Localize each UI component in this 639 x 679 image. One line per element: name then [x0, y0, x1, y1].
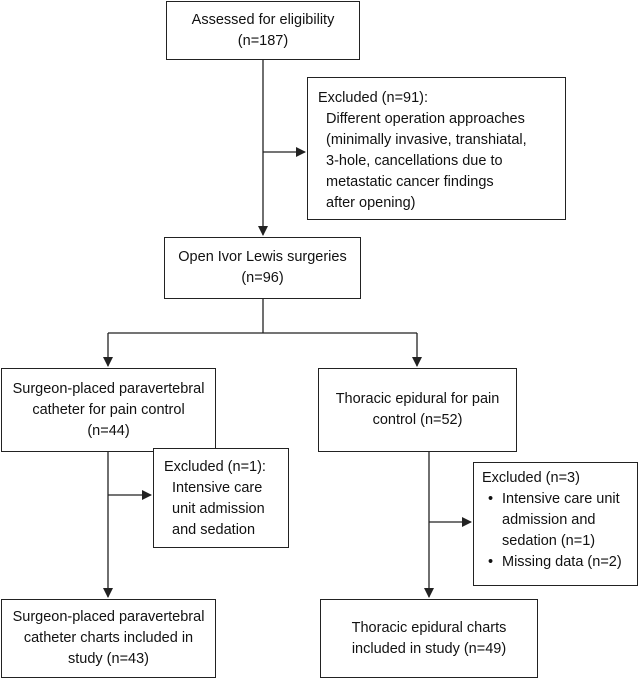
excluded-main-line-1: Different operation approaches [326, 111, 525, 127]
open-ivor-line-2: (n=96) [241, 270, 284, 286]
open-ivor-box: Open Ivor Lewis surgeries (n=96) [164, 237, 361, 299]
open-ivor-line-1: Open Ivor Lewis surgeries [178, 249, 347, 265]
epidural-box: Thoracic epidural for pain control (n=52… [318, 368, 517, 452]
excluded-para-line-3: unit admission [172, 501, 265, 517]
para-included-line-1: Surgeon-placed paravertebral [12, 609, 205, 625]
epi-included-box: Thoracic epidural charts included in stu… [320, 599, 538, 678]
excluded-epi-b1-line-3: sedation (n=1) [502, 533, 596, 549]
excluded-epi-title: Excluded (n=3) [482, 470, 580, 486]
excluded-para-line-4: and sedation [172, 522, 256, 538]
paravertebral-line-2: catheter for pain control [32, 401, 185, 418]
excluded-epi-bullet-2: Missing data (n=2) [488, 552, 631, 573]
para-included-line-2: catheter charts included in [23, 630, 194, 646]
excluded-main-title: Excluded (n=91): [318, 90, 429, 106]
excluded-epi-b1-line-2: admission and [502, 512, 596, 528]
para-included-line-3: study (n=43) [67, 651, 149, 667]
assessed-box: Assessed for eligibility (n=187) [166, 1, 360, 60]
excluded-epi-b2-line-1: Missing data (n=2) [502, 554, 622, 570]
assessed-line-1: Assessed for eligibility [191, 11, 335, 28]
excluded-main-box: Excluded (n=91): Different operation app… [307, 77, 566, 220]
excluded-para-box: Excluded (n=1): Intensive care unit admi… [153, 448, 289, 548]
excluded-epi-box: Excluded (n=3) Intensive care unit admis… [473, 462, 638, 586]
paravertebral-line-1: Surgeon-placed paravertebral [12, 380, 205, 397]
paravertebral-box: Surgeon-placed paravertebral catheter fo… [1, 368, 216, 452]
excluded-epi-bullet-1: Intensive care unit admission and sedati… [488, 489, 631, 552]
excluded-main-line-5: after opening) [326, 195, 416, 211]
excluded-para-title: Excluded (n=1): [164, 459, 266, 475]
excluded-epi-list: Intensive care unit admission and sedati… [482, 489, 631, 573]
para-included-box: Surgeon-placed paravertebral catheter ch… [1, 599, 216, 678]
assessed-line-2: (n=187) [237, 32, 289, 49]
epidural-line-2: control (n=52) [372, 412, 463, 428]
paravertebral-line-3: (n=44) [87, 422, 130, 439]
excluded-main-line-4: metastatic cancer findings [326, 174, 494, 190]
epidural-line-1: Thoracic epidural for pain [335, 391, 500, 407]
excluded-epi-b1-line-1: Intensive care unit [502, 491, 620, 507]
epi-included-line-2: included in study (n=49) [351, 640, 507, 657]
excluded-main-line-3: 3-hole, cancellations due to [326, 153, 503, 169]
excluded-para-line-2: Intensive care [172, 480, 263, 496]
epi-included-line-1: Thoracic epidural charts [351, 619, 507, 636]
excluded-main-line-2: (minimally invasive, transhiatal, [326, 132, 527, 148]
